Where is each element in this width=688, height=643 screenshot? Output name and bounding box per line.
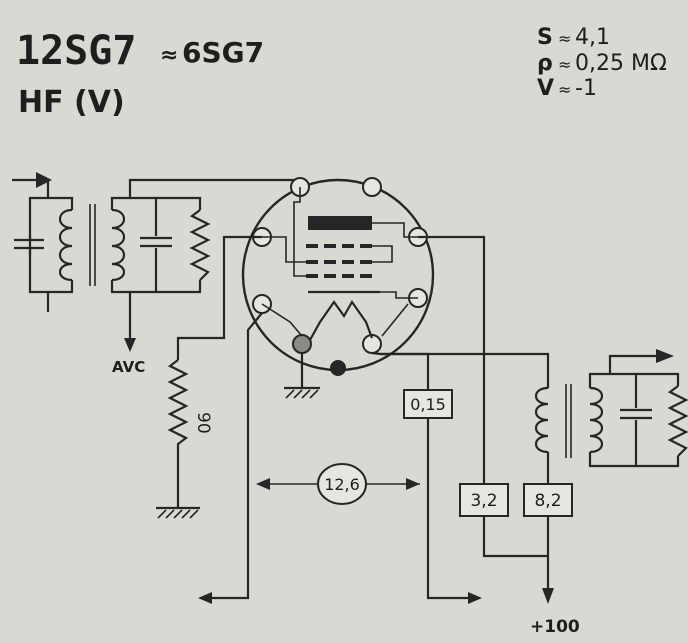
heater-voltage-label: 12,6 xyxy=(324,475,360,494)
param-rho-eq: ≈ xyxy=(558,55,571,74)
equiv-type: 6SG7 xyxy=(182,36,264,69)
tube-socket xyxy=(241,177,435,376)
equiv-sign: ≈ xyxy=(160,43,178,68)
output-transformer xyxy=(534,349,688,468)
param-s-label: S xyxy=(537,25,553,50)
heater-current-label: 0,15 xyxy=(410,395,446,414)
supply-label: +100 xyxy=(530,617,580,637)
plate-resistor-box xyxy=(523,483,573,517)
param-rho-label: ρ xyxy=(537,51,553,76)
plate-resistor-label: 8,2 xyxy=(534,491,561,511)
grid-resistor-label: 90 xyxy=(193,412,213,434)
param-v-eq: ≈ xyxy=(558,80,571,99)
screen-resistor-box xyxy=(459,483,509,517)
screen-resistor-label: 3,2 xyxy=(470,491,497,511)
param-s-value: 4,1 xyxy=(575,25,610,50)
param-v-value: -1 xyxy=(575,76,597,101)
heater-current-box xyxy=(403,389,453,419)
param-v-label: V xyxy=(537,76,554,101)
tube-function: HF (V) xyxy=(18,85,125,120)
tube-type: 12SG7 xyxy=(16,28,136,74)
param-rho-value: 0,25 MΩ xyxy=(575,51,667,76)
avc-label: AVC xyxy=(112,358,145,376)
param-s-eq: ≈ xyxy=(558,29,571,48)
